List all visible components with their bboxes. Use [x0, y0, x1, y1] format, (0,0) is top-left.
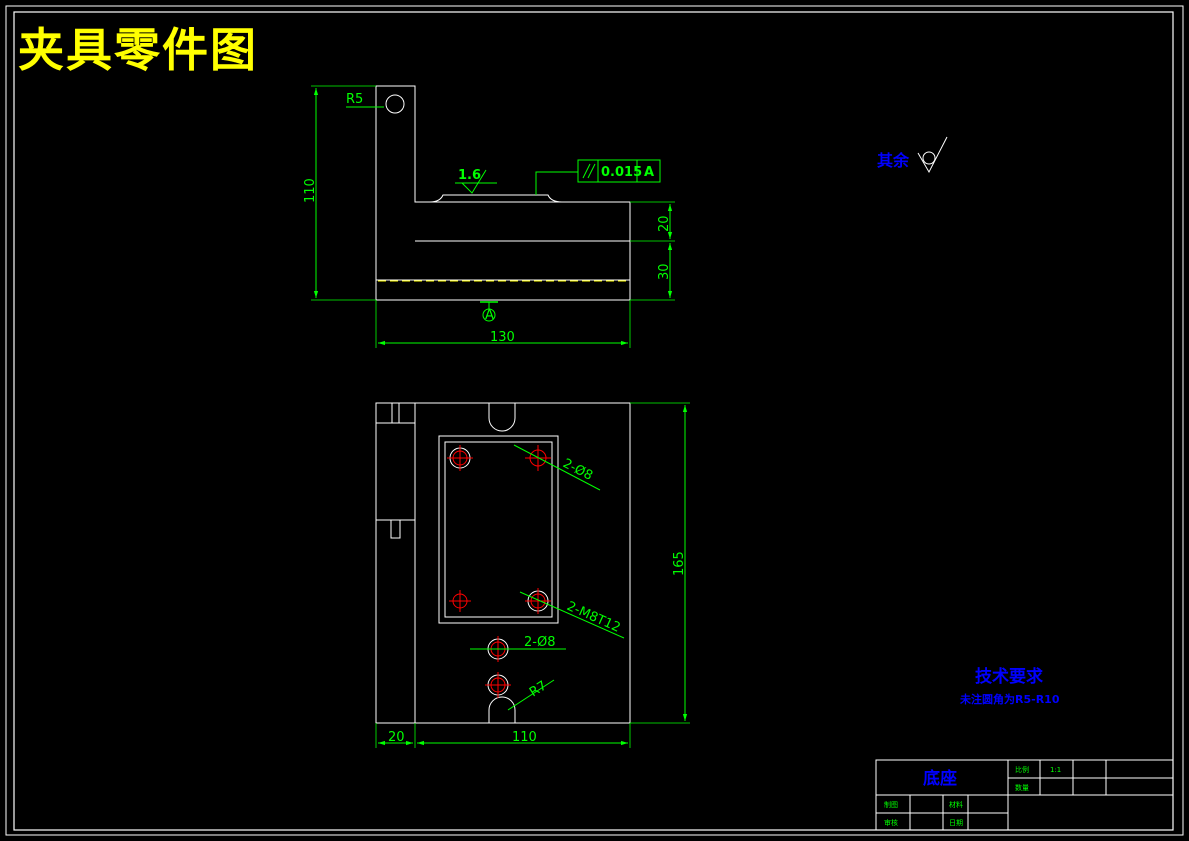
tolerance-frame	[577, 159, 661, 183]
tolerance-value: 0.015	[601, 165, 642, 180]
dim-20-left: 20	[388, 730, 405, 745]
dim-20-top: 20	[657, 215, 672, 232]
qty-label: 数量	[1015, 783, 1029, 792]
tolerance-datum: A	[644, 165, 654, 180]
tech-req-title: 技术要求	[975, 666, 1043, 687]
dim-130-width: 130	[490, 330, 515, 345]
hole-br	[525, 588, 551, 614]
roughness-value: 1.6	[458, 168, 481, 183]
dim-110-height: 110	[303, 178, 318, 203]
scale-label: 比例	[1015, 765, 1029, 774]
date-label: 日期	[949, 819, 963, 827]
parallelism-icon	[582, 163, 596, 179]
scale-value: 1:1	[1050, 766, 1061, 774]
raised-pad	[429, 194, 563, 203]
hole-mid-2	[485, 672, 511, 698]
dim-165-height: 165	[672, 551, 687, 576]
tech-req-text: 未注圆角为R5-R10	[959, 692, 1060, 706]
inner-frame	[13, 11, 1174, 831]
dim-110-width: 110	[512, 730, 537, 745]
drawing-title: 夹具零件图	[18, 23, 258, 77]
hole-bl	[449, 590, 471, 612]
label-2-m8t12: 2-M8T12	[564, 599, 622, 636]
check-label: 审核	[884, 818, 898, 827]
slot-bottom	[488, 696, 516, 723]
drawn-label: 制图	[884, 800, 898, 809]
slot-top	[488, 403, 516, 432]
surface-rest-label: 其余	[877, 151, 910, 170]
roughness-symbol	[455, 169, 497, 194]
label-2-d8-top: 2-Ø8	[560, 456, 595, 484]
pocket-outer	[438, 435, 559, 624]
label-2-d8-mid: 2-Ø8	[524, 635, 555, 650]
pocket-inner	[444, 441, 553, 618]
hole-tl	[447, 445, 473, 471]
front-view: R5 110 20 30 130 A 1.6 0.015 A	[303, 85, 675, 348]
top-view: 2-Ø8 2-M8T12 2-Ø8 R7 165 20 110	[375, 402, 690, 748]
material-label: 材料	[949, 800, 963, 809]
dim-30-base: 30	[657, 263, 672, 280]
surface-finish-icon	[917, 136, 948, 174]
top-view-outline	[375, 402, 631, 724]
datum-a: A	[485, 308, 494, 323]
outer-frame	[5, 5, 1184, 836]
front-view-outline	[375, 85, 631, 301]
r5-hole	[385, 94, 405, 114]
part-name: 底座	[923, 768, 957, 789]
title-block: 底座 比例 1:1 数量 制图 材料 审核 日期	[875, 759, 1174, 831]
label-r7: R7	[527, 678, 550, 700]
dim-r5: R5	[346, 92, 363, 107]
